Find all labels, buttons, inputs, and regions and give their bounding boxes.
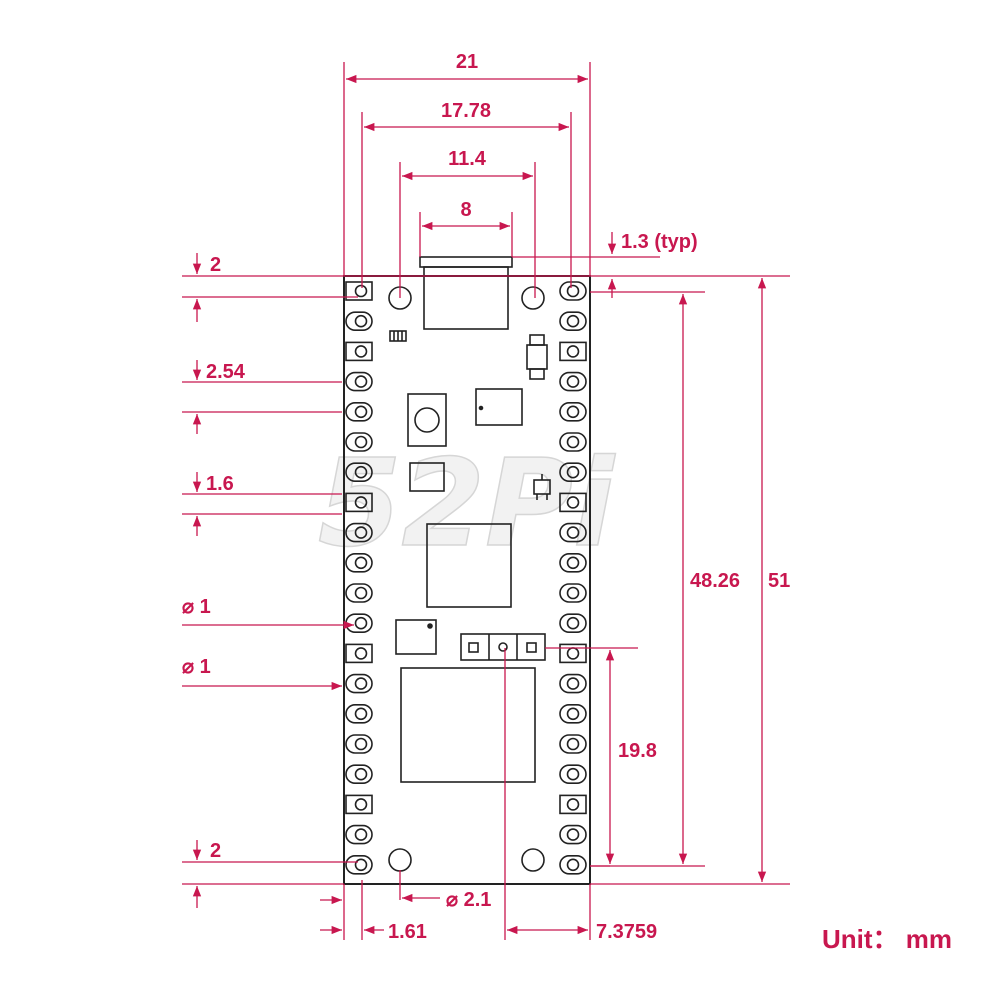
pin-right-12 bbox=[559, 613, 587, 634]
pin-left-14 bbox=[345, 673, 373, 694]
watermark-logo: 52Pi bbox=[318, 435, 616, 574]
pin-left-13 bbox=[345, 643, 373, 664]
pin-right-11 bbox=[559, 583, 587, 603]
pin-right-9 bbox=[559, 522, 587, 543]
mount-hole-bottom-right bbox=[521, 848, 545, 872]
flash-chip bbox=[475, 388, 523, 426]
pin-right-8 bbox=[559, 492, 587, 513]
unit-label: Unit： mm bbox=[822, 924, 952, 954]
mcu-chip bbox=[426, 523, 512, 608]
diode bbox=[526, 344, 548, 370]
dim-label-hole-spacing: 11.4 bbox=[448, 148, 487, 170]
dim-label-row-length: 48.26 bbox=[690, 570, 740, 592]
pin-left-6 bbox=[345, 432, 373, 452]
dim-label-edge-to-pin: 1.61 bbox=[388, 921, 427, 943]
pin-right-20 bbox=[559, 854, 587, 875]
dim-label-pad-size: 1.6 bbox=[206, 473, 234, 495]
dim-label-top-offset: 2 bbox=[210, 254, 221, 276]
pin-right-2 bbox=[559, 311, 587, 332]
pin-left-2 bbox=[345, 311, 373, 332]
pin-right-6 bbox=[559, 432, 587, 452]
pin-left-3 bbox=[345, 341, 373, 362]
pin-left-7 bbox=[345, 462, 373, 483]
pin-left-17 bbox=[345, 764, 373, 785]
pin-left-5 bbox=[345, 401, 373, 422]
pin-left-18 bbox=[345, 794, 373, 815]
usb-connector bbox=[419, 256, 513, 330]
pin-header-right bbox=[559, 281, 587, 875]
bootsel-button bbox=[407, 393, 447, 447]
pin-right-14 bbox=[559, 673, 587, 694]
pin-left-15 bbox=[345, 703, 373, 724]
dimension-lines bbox=[182, 62, 790, 940]
pin-right-7 bbox=[559, 462, 587, 483]
debug-header bbox=[460, 633, 546, 661]
dim-label-debug-y: 19.8 bbox=[618, 740, 657, 762]
mount-hole-bottom-left bbox=[388, 848, 412, 872]
pin-left-4 bbox=[345, 371, 373, 392]
dim-label-length: 51 bbox=[768, 570, 790, 592]
pin-left-8 bbox=[345, 492, 373, 513]
pin-left-20 bbox=[345, 854, 373, 875]
pin-left-19 bbox=[345, 824, 373, 845]
crystal bbox=[409, 462, 445, 492]
pin-left-16 bbox=[345, 734, 373, 754]
dim-label-bottom-offset: 2 bbox=[210, 840, 221, 862]
dim-label-row-spacing: 17.78 bbox=[441, 100, 491, 122]
dim-label-usb-overhang: 1.3 (typ) bbox=[621, 231, 698, 253]
regulator bbox=[395, 619, 437, 655]
board-outline bbox=[343, 275, 591, 885]
dim-label-hole-dia-2: ⌀ 1 bbox=[182, 656, 211, 678]
pin-right-15 bbox=[559, 703, 587, 724]
pin-left-10 bbox=[345, 552, 373, 573]
pin-left-12 bbox=[345, 613, 373, 634]
pin-right-10 bbox=[559, 552, 587, 573]
mount-hole-top-right bbox=[521, 286, 545, 310]
pin-right-16 bbox=[559, 734, 587, 754]
pin-right-3 bbox=[559, 341, 587, 362]
components bbox=[389, 330, 551, 783]
pin-right-17 bbox=[559, 764, 587, 785]
dim-label-hole-dia-1: ⌀ 1 bbox=[182, 596, 211, 618]
pin-right-19 bbox=[559, 824, 587, 845]
dim-label-debug-x: 7.3759 bbox=[596, 921, 657, 943]
pin-left-11 bbox=[345, 583, 373, 603]
pin-right-4 bbox=[559, 371, 587, 392]
rp-module bbox=[400, 667, 536, 783]
pin-header-left bbox=[345, 281, 373, 875]
dim-label-mount-hole-dia: ⌀ 2.1 bbox=[446, 889, 491, 911]
pin-left-1 bbox=[345, 281, 373, 301]
dim-label-width: 21 bbox=[456, 51, 478, 73]
pin-right-1 bbox=[559, 281, 587, 301]
pin-left-9 bbox=[345, 522, 373, 543]
pin-right-5 bbox=[559, 401, 587, 422]
dim-label-usb-width: 8 bbox=[460, 199, 471, 221]
dim-label-pin-pitch: 2.54 bbox=[206, 361, 246, 383]
pin-right-13 bbox=[559, 643, 587, 664]
pin-right-18 bbox=[559, 794, 587, 815]
